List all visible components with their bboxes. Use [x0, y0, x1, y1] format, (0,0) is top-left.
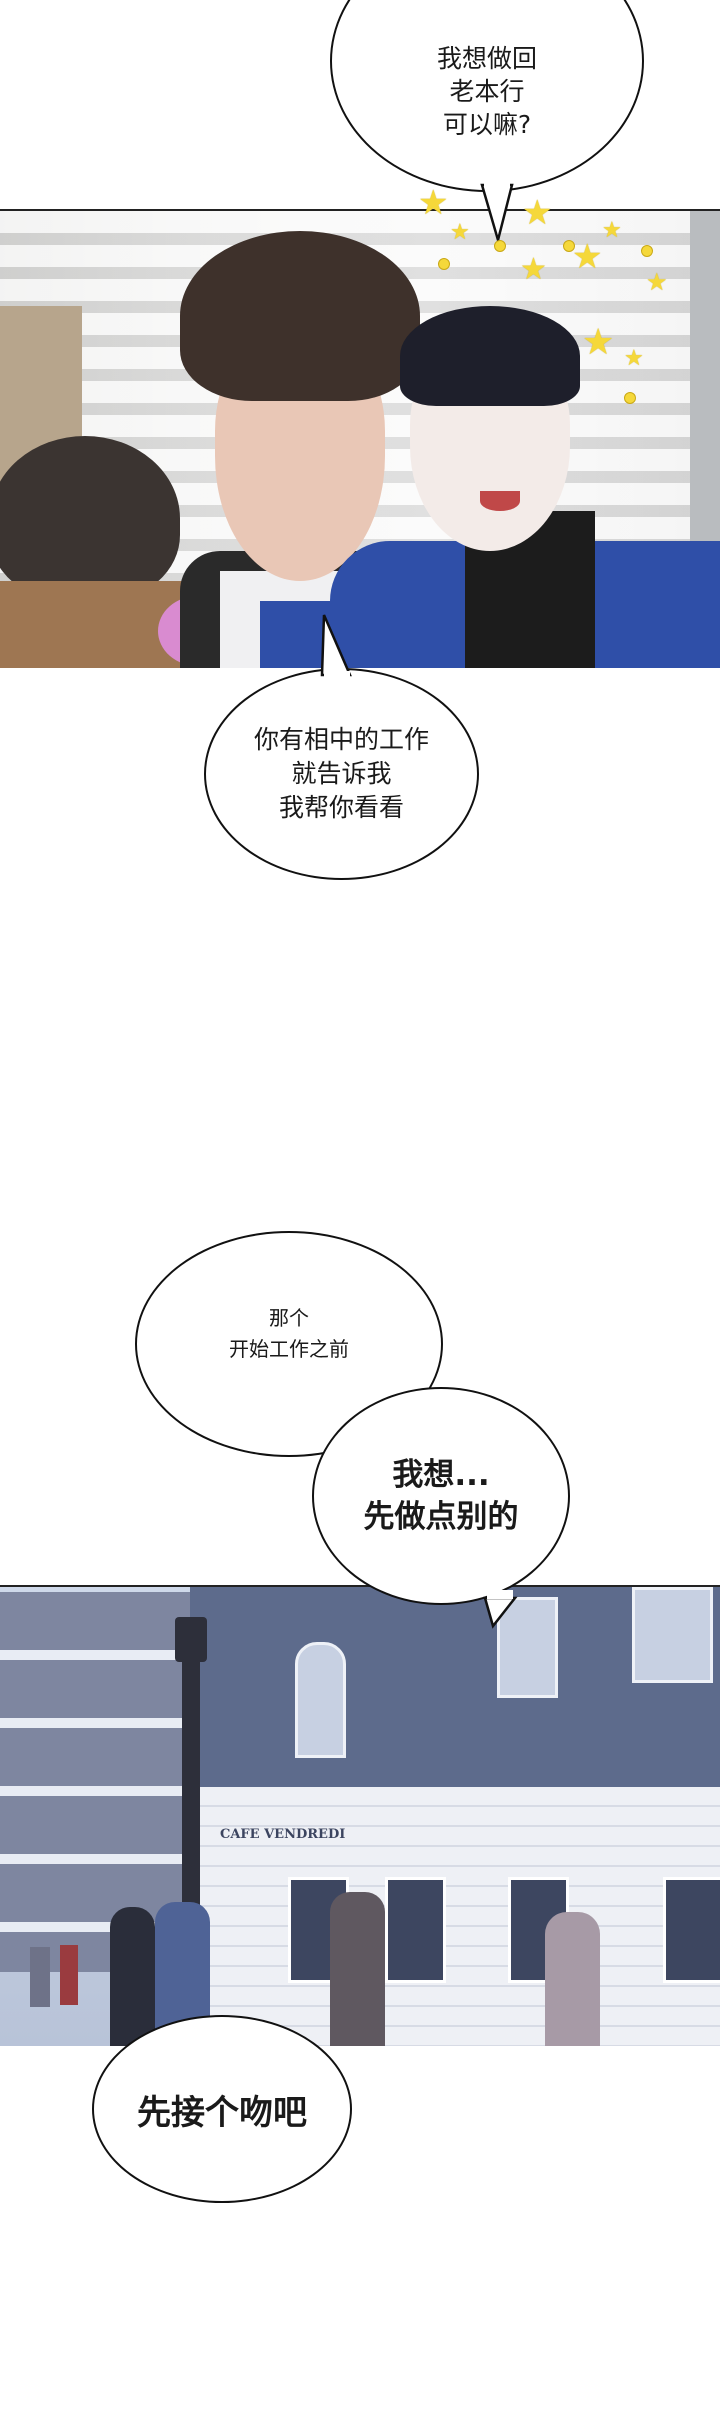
bubble-2-line-3: 我帮你看看 — [278, 793, 404, 822]
star-icon: ★ — [646, 268, 668, 296]
star-icon: ★ — [602, 218, 622, 243]
cafe-window — [663, 1877, 720, 1983]
street-lamp — [175, 1617, 207, 1662]
bubble-3-line-1: 那个 — [269, 1306, 309, 1330]
bubble-1-tail — [480, 179, 514, 245]
star-icon: ★ — [520, 252, 547, 287]
bubble-1-line-1: 我想做回 — [436, 43, 537, 73]
pedestrian — [110, 1907, 155, 2046]
star-icon: ★ — [582, 322, 615, 363]
sparkle-dot — [438, 258, 450, 270]
star-icon: ★ — [624, 346, 644, 371]
bubble-4-tail — [483, 1590, 518, 1629]
speech-bubble-1: 我想做回 老本行 可以嘛? — [330, 0, 644, 192]
cafe-sign: CAFE VENDREDI — [220, 1827, 346, 1842]
sparkle-dot — [641, 245, 653, 257]
smiling-mouth — [480, 491, 520, 511]
window — [632, 1587, 713, 1683]
sparkle-dot — [563, 240, 575, 252]
sparkle-dot — [624, 392, 636, 404]
pedestrian — [330, 1892, 385, 2046]
pedestrian — [545, 1912, 600, 2046]
bubble-4-line-2: 先做点别的 — [363, 1499, 519, 1535]
speech-bubble-4: 我想... 先做点别的 — [312, 1387, 570, 1605]
comic-panel-2: CAFE VENDREDI — [0, 1585, 720, 2046]
bubble-2-tail — [320, 614, 352, 681]
sparkle-dot — [494, 240, 506, 252]
pedestrian-small — [30, 1947, 50, 2007]
man-tie — [260, 601, 330, 668]
second-man-hair — [400, 306, 580, 406]
bubble-2-line-2: 就告诉我 — [291, 759, 392, 788]
cafe-window — [385, 1877, 446, 1983]
star-icon: ★ — [522, 193, 553, 233]
star-icon: ★ — [450, 220, 470, 245]
cafe-facade — [200, 1787, 720, 2046]
bubble-3-line-2: 开始工作之前 — [229, 1337, 349, 1361]
main-building-upper — [190, 1587, 720, 1787]
comic-panel-1 — [0, 209, 720, 668]
star-icon: ★ — [418, 183, 449, 223]
speech-bubble-2: 你有相中的工作 就告诉我 我帮你看看 — [204, 668, 479, 880]
pedestrian-small — [60, 1945, 78, 2005]
child-hair — [0, 436, 180, 601]
window — [497, 1597, 558, 1698]
bubble-5-line-1: 先接个吻吧 — [137, 2092, 307, 2133]
star-icon: ★ — [572, 237, 603, 277]
bubble-2-line-1: 你有相中的工作 — [253, 725, 429, 754]
street-lamp-post — [182, 1627, 200, 1957]
man-hair — [180, 231, 420, 401]
arched-window — [295, 1642, 346, 1758]
speech-bubble-5: 先接个吻吧 — [92, 2015, 352, 2203]
bubble-4-line-1: 我想... — [392, 1457, 490, 1493]
bubble-1-line-2: 老本行 — [449, 76, 525, 106]
bubble-1-line-3: 可以嘛? — [442, 109, 532, 139]
